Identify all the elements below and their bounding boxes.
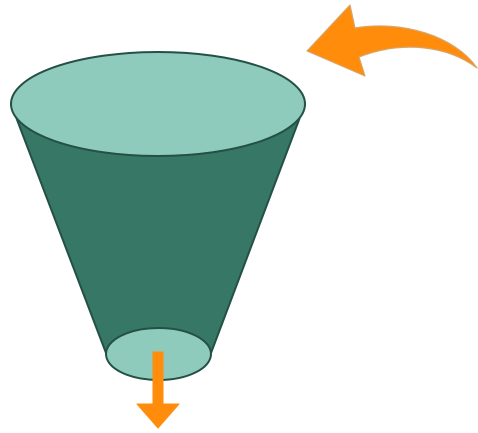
curved-inflow-arrow xyxy=(306,4,478,77)
funnel xyxy=(10,51,306,381)
outflow-arrow xyxy=(136,351,180,429)
funnel-top-opening xyxy=(10,51,306,157)
